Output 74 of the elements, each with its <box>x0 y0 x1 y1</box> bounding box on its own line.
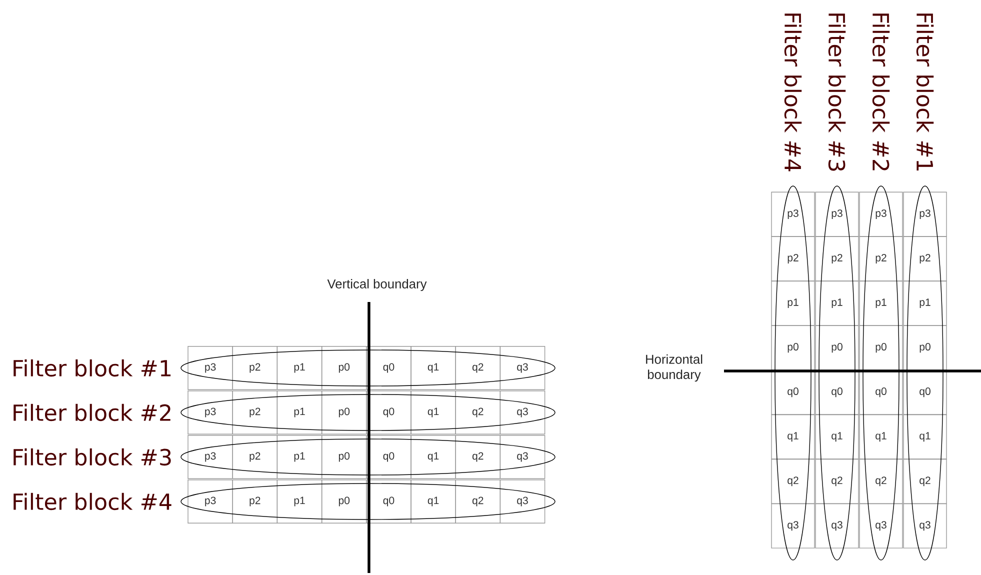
grid-cell: p2 <box>232 346 278 390</box>
grid-cell: p1 <box>276 480 322 524</box>
filter-block-label: Filter block #2 <box>872 14 890 170</box>
grid-cell: q0 <box>815 370 859 415</box>
grid-cell: q3 <box>771 503 815 548</box>
grid-cell: p2 <box>815 236 859 282</box>
grid-cell: p2 <box>232 435 278 479</box>
grid-cell: q3 <box>903 503 947 548</box>
grid-cell: q3 <box>500 435 546 479</box>
grid-cell: q2 <box>455 346 501 390</box>
grid-cell: p2 <box>232 390 278 434</box>
grid-cell: q1 <box>771 414 815 460</box>
grid-cell: q0 <box>366 435 412 479</box>
grid-cell: q2 <box>455 390 501 434</box>
grid-cell: q0 <box>366 480 412 524</box>
grid-cell: q2 <box>859 458 903 504</box>
grid-cell: q2 <box>903 458 947 504</box>
boundary-label: Vertical boundary <box>327 279 427 291</box>
grid-cell: q3 <box>500 346 546 390</box>
grid-cell: q2 <box>815 458 859 504</box>
grid-cell: p3 <box>771 192 815 237</box>
grid-cell: q2 <box>771 458 815 504</box>
grid-cell: q0 <box>903 370 947 415</box>
filter-block-label: Filter block #3 <box>14 448 171 466</box>
grid-cell: p3 <box>188 346 233 390</box>
grid-cell: p2 <box>859 236 903 282</box>
grid-cell: q1 <box>410 390 456 434</box>
grid-cell: q1 <box>410 480 456 524</box>
grid-cell: p2 <box>771 236 815 282</box>
grid-cell: p1 <box>276 390 322 434</box>
grid-cell: q2 <box>455 480 501 524</box>
grid-cell: p2 <box>903 236 947 282</box>
filter-block-label: Filter block #3 <box>828 14 846 171</box>
grid-cell: q0 <box>859 370 903 415</box>
filter-block-label: Filter block #4 <box>14 492 172 510</box>
grid-cell: q1 <box>903 414 947 460</box>
grid-cell: p0 <box>815 325 859 370</box>
grid-cell: p0 <box>321 390 367 434</box>
grid-cell: p0 <box>903 325 947 370</box>
grid-cell: q3 <box>500 480 546 524</box>
grid-cell: p3 <box>859 192 903 237</box>
grid-cell: p0 <box>771 325 815 370</box>
grid-cell: q1 <box>859 414 903 460</box>
grid-cell: p1 <box>815 280 859 326</box>
grid-cell: p3 <box>903 192 947 237</box>
grid-cell: q1 <box>410 435 456 479</box>
grid-cell: p1 <box>771 280 815 326</box>
grid-cell: q0 <box>366 390 412 434</box>
grid-cell: p3 <box>188 480 233 524</box>
grid-cell: p1 <box>276 346 322 390</box>
grid-cell: p1 <box>903 280 947 326</box>
filter-block-label: Filter block #4 <box>784 14 802 172</box>
filter-block-label: Filter block #2 <box>14 404 170 422</box>
filter-block-label: Filter block #1 <box>916 14 934 170</box>
grid-cell: p0 <box>321 435 367 479</box>
grid-cell: p1 <box>859 280 903 326</box>
grid-cell: p3 <box>815 192 859 237</box>
grid-cell: q3 <box>859 503 903 548</box>
grid-cell: p3 <box>188 435 233 479</box>
grid-cell: q1 <box>410 346 456 390</box>
boundary-label: Horizontal boundary <box>646 354 702 382</box>
filter-block-label: Filter block #1 <box>14 359 171 377</box>
grid-cell: q2 <box>455 435 501 479</box>
grid-cell: q3 <box>500 390 546 434</box>
grid-cell: p0 <box>859 325 903 370</box>
grid-cell: q1 <box>815 414 859 460</box>
grid-cell: p3 <box>188 390 233 434</box>
grid-cell: p1 <box>276 435 322 479</box>
grid-cell: q0 <box>366 346 412 390</box>
grid-cell: q0 <box>771 370 815 415</box>
grid-cell: p0 <box>321 480 367 524</box>
grid-cell: p2 <box>232 480 278 524</box>
grid-cell: p0 <box>321 346 367 390</box>
grid-cell: q3 <box>815 503 859 548</box>
